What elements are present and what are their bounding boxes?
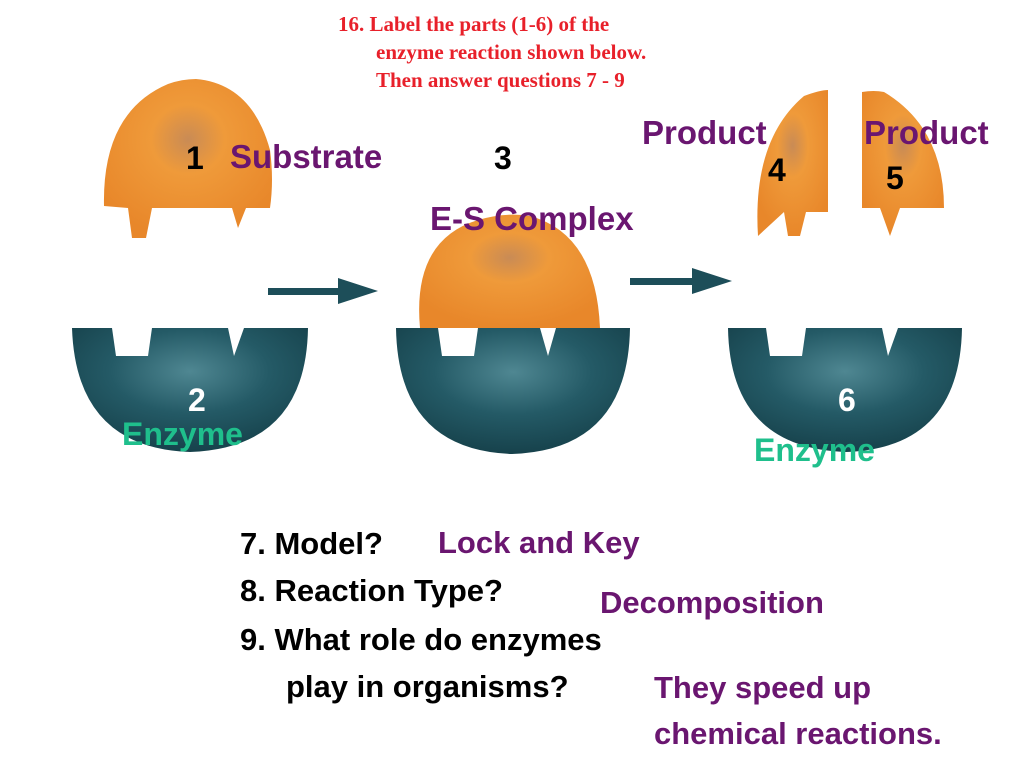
- question-9-line-2: play in organisms?: [286, 669, 569, 704]
- arrow-right-1: [268, 278, 378, 304]
- enzyme-shape-right: [728, 328, 962, 452]
- label-es-complex: E-S Complex: [430, 200, 634, 237]
- label-number-4: 4: [768, 152, 786, 188]
- arrow-right-2: [630, 268, 732, 294]
- es-complex-substrate-shape: [419, 214, 600, 328]
- label-number-2: 2: [188, 382, 206, 418]
- enzyme-shape-left: [72, 328, 308, 452]
- answer-8: Decomposition: [600, 585, 824, 620]
- instructions-line-1: 16. Label the parts (1-6) of the: [338, 12, 610, 36]
- label-number-1: 1: [186, 140, 204, 176]
- substrate-shape: [103, 79, 272, 238]
- question-9-line-1: 9. What role do enzymes: [240, 622, 602, 657]
- label-product-left: Product: [642, 114, 767, 151]
- label-number-3: 3: [494, 140, 512, 176]
- answer-9-line-1: They speed up: [654, 670, 872, 705]
- label-substrate: Substrate: [230, 138, 383, 175]
- product-shape-right: [862, 91, 944, 236]
- label-number-5: 5: [886, 160, 904, 196]
- instructions-line-2: enzyme reaction shown below.: [376, 40, 647, 64]
- label-product-right: Product: [864, 114, 989, 151]
- instructions-line-3: Then answer questions 7 - 9: [376, 68, 625, 92]
- product-shape-left: [757, 90, 828, 236]
- label-enzyme-right: Enzyme: [754, 432, 875, 468]
- question-7: 7. Model?: [240, 526, 383, 561]
- answer-7: Lock and Key: [438, 525, 640, 560]
- label-number-6: 6: [838, 382, 856, 418]
- instructions: 16. Label the parts (1-6) of the enzyme …: [338, 10, 646, 94]
- answer-9-line-2: chemical reactions.: [654, 716, 942, 751]
- label-enzyme-left: Enzyme: [122, 416, 243, 452]
- es-complex-enzyme-shape: [396, 328, 630, 454]
- question-8: 8. Reaction Type?: [240, 573, 503, 608]
